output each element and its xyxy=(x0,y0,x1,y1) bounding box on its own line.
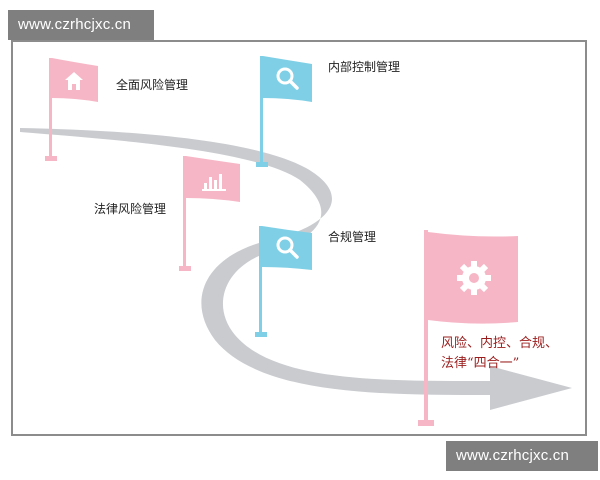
final-text-line2: 法律“四合一” xyxy=(441,356,520,371)
flag-legal-risk xyxy=(179,156,240,271)
search-icon xyxy=(276,67,299,90)
flag-label-compliance: 合规管理 xyxy=(328,230,377,244)
flag-label-full-risk: 全面风险管理 xyxy=(116,78,189,92)
final-text-line1: 风险、内控、合规、 xyxy=(441,336,559,351)
final-flag-text: 风险、内控、合规、 法律“四合一” xyxy=(441,334,558,374)
gear-icon xyxy=(457,261,491,295)
flag-internal-control xyxy=(256,56,312,167)
watermark-top: www.czrhcjxc.cn xyxy=(8,10,154,40)
home-icon xyxy=(65,72,83,90)
flag-compliance xyxy=(255,226,312,337)
flag-label-legal-risk: 法律风险管理 xyxy=(94,202,167,216)
bar-chart-icon xyxy=(202,174,226,191)
progress-arrow xyxy=(20,128,572,410)
watermark-bottom: www.czrhcjxc.cn xyxy=(446,441,598,471)
flag-label-internal-control: 内部控制管理 xyxy=(328,60,401,74)
flag-four-in-one xyxy=(418,230,518,426)
search-icon xyxy=(276,236,299,259)
flag-full-risk xyxy=(45,58,98,161)
